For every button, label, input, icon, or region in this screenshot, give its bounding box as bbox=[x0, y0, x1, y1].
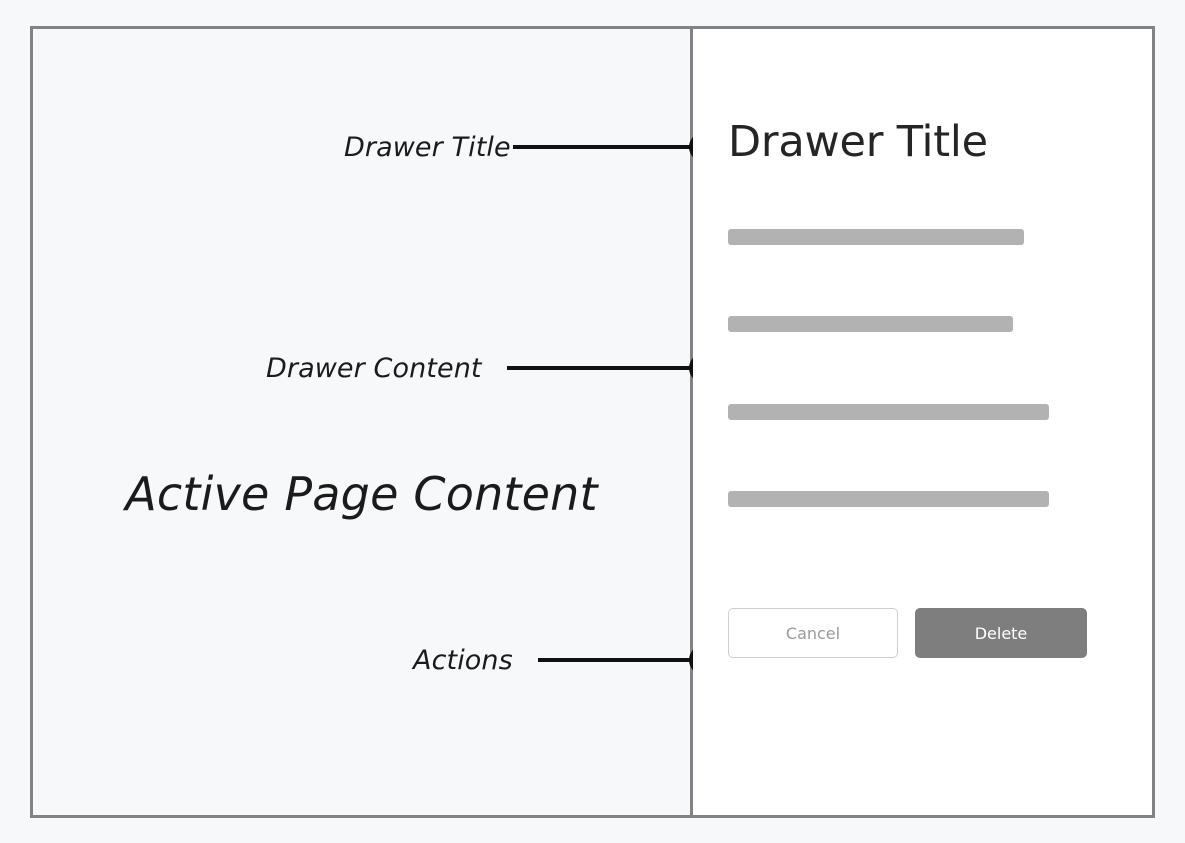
callout-actions: Actions bbox=[413, 643, 719, 677]
callout-drawer-content-label: Drawer Content bbox=[266, 352, 482, 384]
wireframe-frame: Drawer Title Drawer Content Actions Acti… bbox=[30, 26, 1155, 818]
delete-button[interactable]: Delete bbox=[915, 608, 1087, 658]
leader-line bbox=[512, 145, 691, 149]
cancel-button[interactable]: Cancel bbox=[728, 608, 898, 658]
callout-drawer-title-label: Drawer Title bbox=[344, 131, 511, 163]
content-placeholder-bar bbox=[728, 316, 1013, 332]
content-placeholder-bar bbox=[728, 404, 1049, 420]
drawer-panel: Drawer Title Cancel Delete bbox=[693, 29, 1152, 815]
leader-line bbox=[537, 658, 691, 662]
callout-drawer-content: Drawer Content bbox=[266, 351, 719, 385]
content-placeholder-bar bbox=[728, 229, 1024, 245]
leader-line bbox=[506, 366, 691, 370]
active-page-content-label: Active Page Content bbox=[125, 467, 598, 521]
callout-drawer-title: Drawer Title bbox=[344, 130, 719, 164]
callout-actions-label: Actions bbox=[413, 644, 513, 676]
content-placeholder-bar bbox=[728, 491, 1049, 507]
drawer-title: Drawer Title bbox=[728, 117, 988, 167]
panel-divider bbox=[690, 29, 693, 815]
drawer-actions: Cancel Delete bbox=[728, 608, 1087, 658]
active-page-panel: Drawer Title Drawer Content Actions Acti… bbox=[33, 29, 719, 815]
